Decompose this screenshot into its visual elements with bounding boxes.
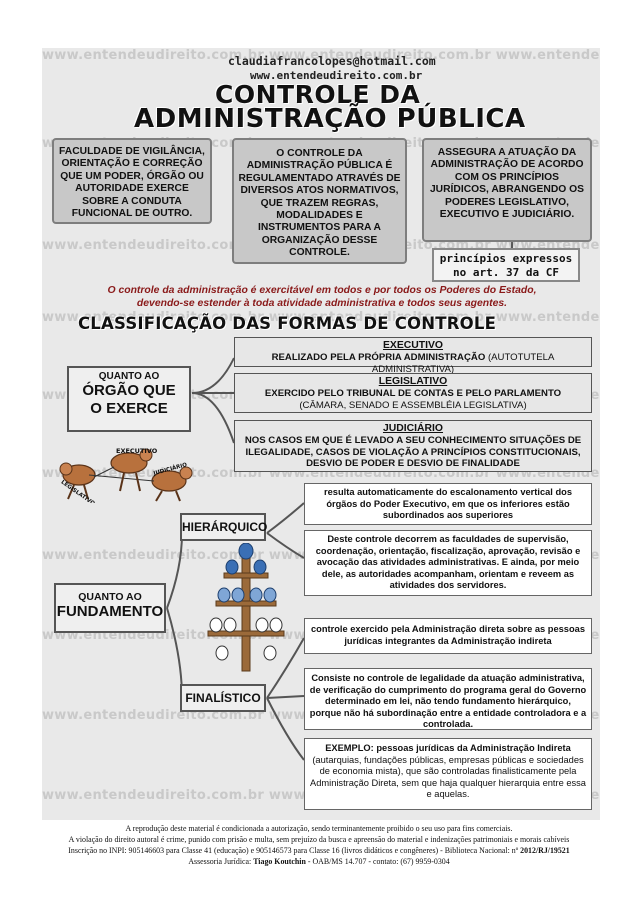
legislativo-title: LEGISLATIVO <box>235 376 591 388</box>
example-rest: (autarquias, fundações públicas, empresa… <box>310 755 586 800</box>
finalistico-box-3: EXEMPLO: pessoas jurídicas da Administra… <box>304 738 592 810</box>
footer-line4-contact: - OAB/MS 14.707 - contato: (67) 9959-030… <box>306 857 450 866</box>
hierarquico-box-2: Deste controle decorrem as faculdades de… <box>304 530 592 596</box>
executivo-title: EXECUTIVO <box>235 340 591 352</box>
label-orgao-line2: ÓRGÃO QUE <box>69 382 189 400</box>
footer-line3-text: Inscrição no INPI: 905146603 para Classe… <box>68 846 520 855</box>
finalistico-box-2: Consiste no controle de legalidade da at… <box>304 668 592 730</box>
principles-line2: no art. 37 da CF <box>434 266 578 280</box>
label-fundamento-line2: FUNDAMENTO <box>56 603 164 621</box>
cartoon-label-executivo: EXECUTIVO <box>116 447 158 455</box>
hierarquico-box-1: resulta automaticamente do escalonamento… <box>304 483 592 525</box>
label-finalistico: FINALÍSTICO <box>180 684 266 712</box>
label-orgao-line3: O EXERCE <box>69 400 189 418</box>
footer-line3-bold: 2012/RJ/19521 <box>520 846 570 855</box>
label-fundamento-line1: QUANTO AO <box>56 591 164 603</box>
footer-line1: A reprodução deste material é condiciona… <box>0 823 638 834</box>
legislativo-line1: EXERCIDO PELO TRIBUNAL DE CONTAS E PELO … <box>235 388 591 400</box>
footer-line2: A violação do direito autoral é crime, p… <box>0 834 638 845</box>
red-note-line1: O controle da administração é exercitáve… <box>62 284 582 297</box>
footer-line3: Inscrição no INPI: 905146603 para Classe… <box>0 845 638 856</box>
label-hierarquico: HIERÁRQUICO <box>180 513 266 541</box>
label-orgao: QUANTO AO ÓRGÃO QUE O EXERCE <box>67 366 191 432</box>
principles-line1: princípios expressos <box>434 252 578 266</box>
legislativo-line2: (CÂMARA, SENADO E ASSEMBLÉIA LEGISLATIVA… <box>235 400 591 412</box>
judiciario-title: JUDICIÁRIO <box>239 423 587 435</box>
principles-box: princípios expressos no art. 37 da CF <box>432 248 580 282</box>
section-title: CLASSIFICAÇÃO DAS FORMAS DE CONTROLE <box>78 314 496 333</box>
footer: A reprodução deste material é condiciona… <box>0 823 638 867</box>
footer-line4: Assessoria Jurídica: Tiago Koutchin - OA… <box>0 856 638 867</box>
poster: www.entendeudireito.com.br www.entendeud… <box>42 48 600 820</box>
judiciario-text: NOS CASOS EM QUE É LEVADO A SEU CONHECIM… <box>239 435 587 470</box>
executivo-box: EXECUTIVO REALIZADO PELA PRÓPRIA ADMINIS… <box>234 337 592 367</box>
red-note: O controle da administração é exercitáve… <box>62 284 582 310</box>
finalistico-box-1: controle exercido pela Administração dir… <box>304 618 592 654</box>
example-lead: EXEMPLO: pessoas jurídicas da Administra… <box>325 743 571 753</box>
executivo-bold: REALIZADO PELA PRÓPRIA ADMINISTRAÇÃO <box>272 352 486 363</box>
footer-line4-text: Assessoria Jurídica: <box>188 857 253 866</box>
label-fundamento: QUANTO AO FUNDAMENTO <box>54 583 166 633</box>
label-orgao-line1: QUANTO AO <box>69 371 189 382</box>
hierarchy-birds-illustration <box>202 543 292 673</box>
judiciario-box: JUDICIÁRIO NOS CASOS EM QUE É LEVADO A S… <box>234 420 592 472</box>
cartoon-tug-of-war: EXECUTIVO LEGISLATIVO JUDICIÁRIO <box>54 433 204 503</box>
red-note-line2: devendo-se estender à toda atividade adm… <box>62 297 582 310</box>
footer-line4-bold: Tiago Koutchin <box>253 857 306 866</box>
legislativo-box: LEGISLATIVO EXERCIDO PELO TRIBUNAL DE CO… <box>234 373 592 413</box>
